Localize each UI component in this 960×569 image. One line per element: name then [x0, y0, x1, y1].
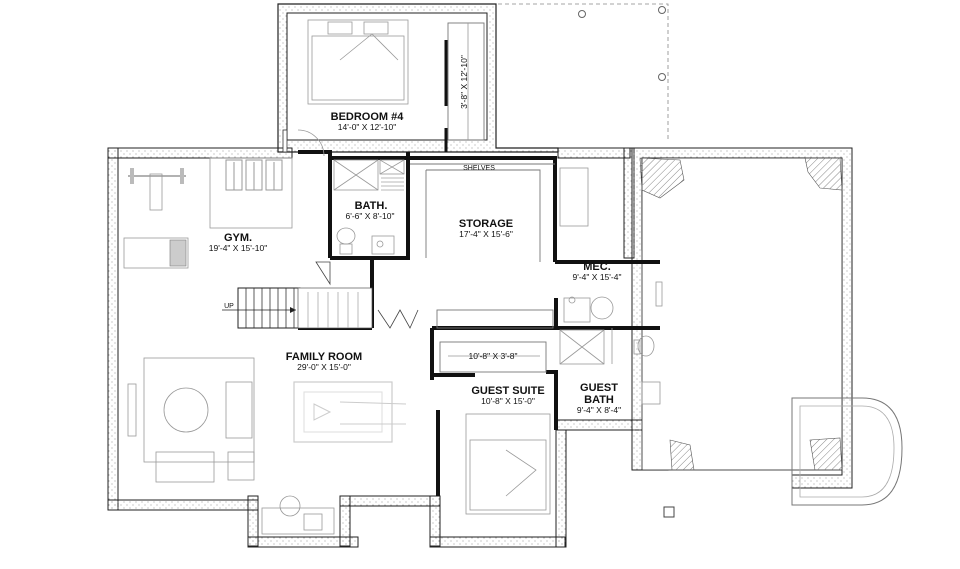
guest-bath-title-2: BATH: [584, 394, 614, 406]
guest-bath-title: GUEST: [580, 382, 618, 394]
stairs-up-label: UP: [224, 303, 234, 310]
family-room-title: FAMILY ROOM: [286, 351, 362, 363]
top-closet-dims: 3'-8" X 12'-10": [459, 55, 469, 109]
interior-walls: [298, 40, 660, 496]
deck-outline: [498, 3, 669, 142]
bath-title: BATH.: [355, 200, 388, 212]
stairs: [222, 261, 419, 329]
storage-dims: 17'-4" X 15'-6": [459, 229, 513, 239]
guest-furniture: [465, 328, 661, 515]
guest-suite-title: GUEST SUITE: [471, 385, 544, 397]
bedroom4-title: BEDROOM #4: [331, 111, 405, 123]
gym-title: GYM.: [224, 232, 252, 244]
interior-details: [410, 22, 555, 373]
storage-title: STORAGE: [459, 218, 513, 230]
mec-fixtures: [559, 167, 663, 323]
family-room-furniture: [127, 357, 407, 535]
bath-fixtures: [333, 159, 405, 255]
bath-dims: 6'-6" X 8'-10": [346, 211, 395, 221]
garage: [631, 147, 903, 518]
guest-bath-dims: 9'-4" X 8'-4": [577, 405, 621, 415]
family-room-dims: 29'-0" X 15'-0": [297, 362, 351, 372]
bedroom4-dims: 14'-0" X 12'-10": [338, 122, 396, 132]
guest-suite-dims: 10'-8" X 15'-0": [481, 396, 535, 406]
bedroom4-bed: [282, 19, 409, 157]
guest-closet-dims: 10'-8" X 3'-8": [469, 351, 518, 361]
mec-title: MEC.: [583, 261, 611, 273]
gym-equipment: [123, 157, 293, 269]
gym-dims: 19'-4" X 15'-10": [209, 243, 267, 253]
mec-dims: 9'-4" X 15'-4": [573, 272, 622, 282]
shelves-label: SHELVES: [463, 165, 495, 172]
